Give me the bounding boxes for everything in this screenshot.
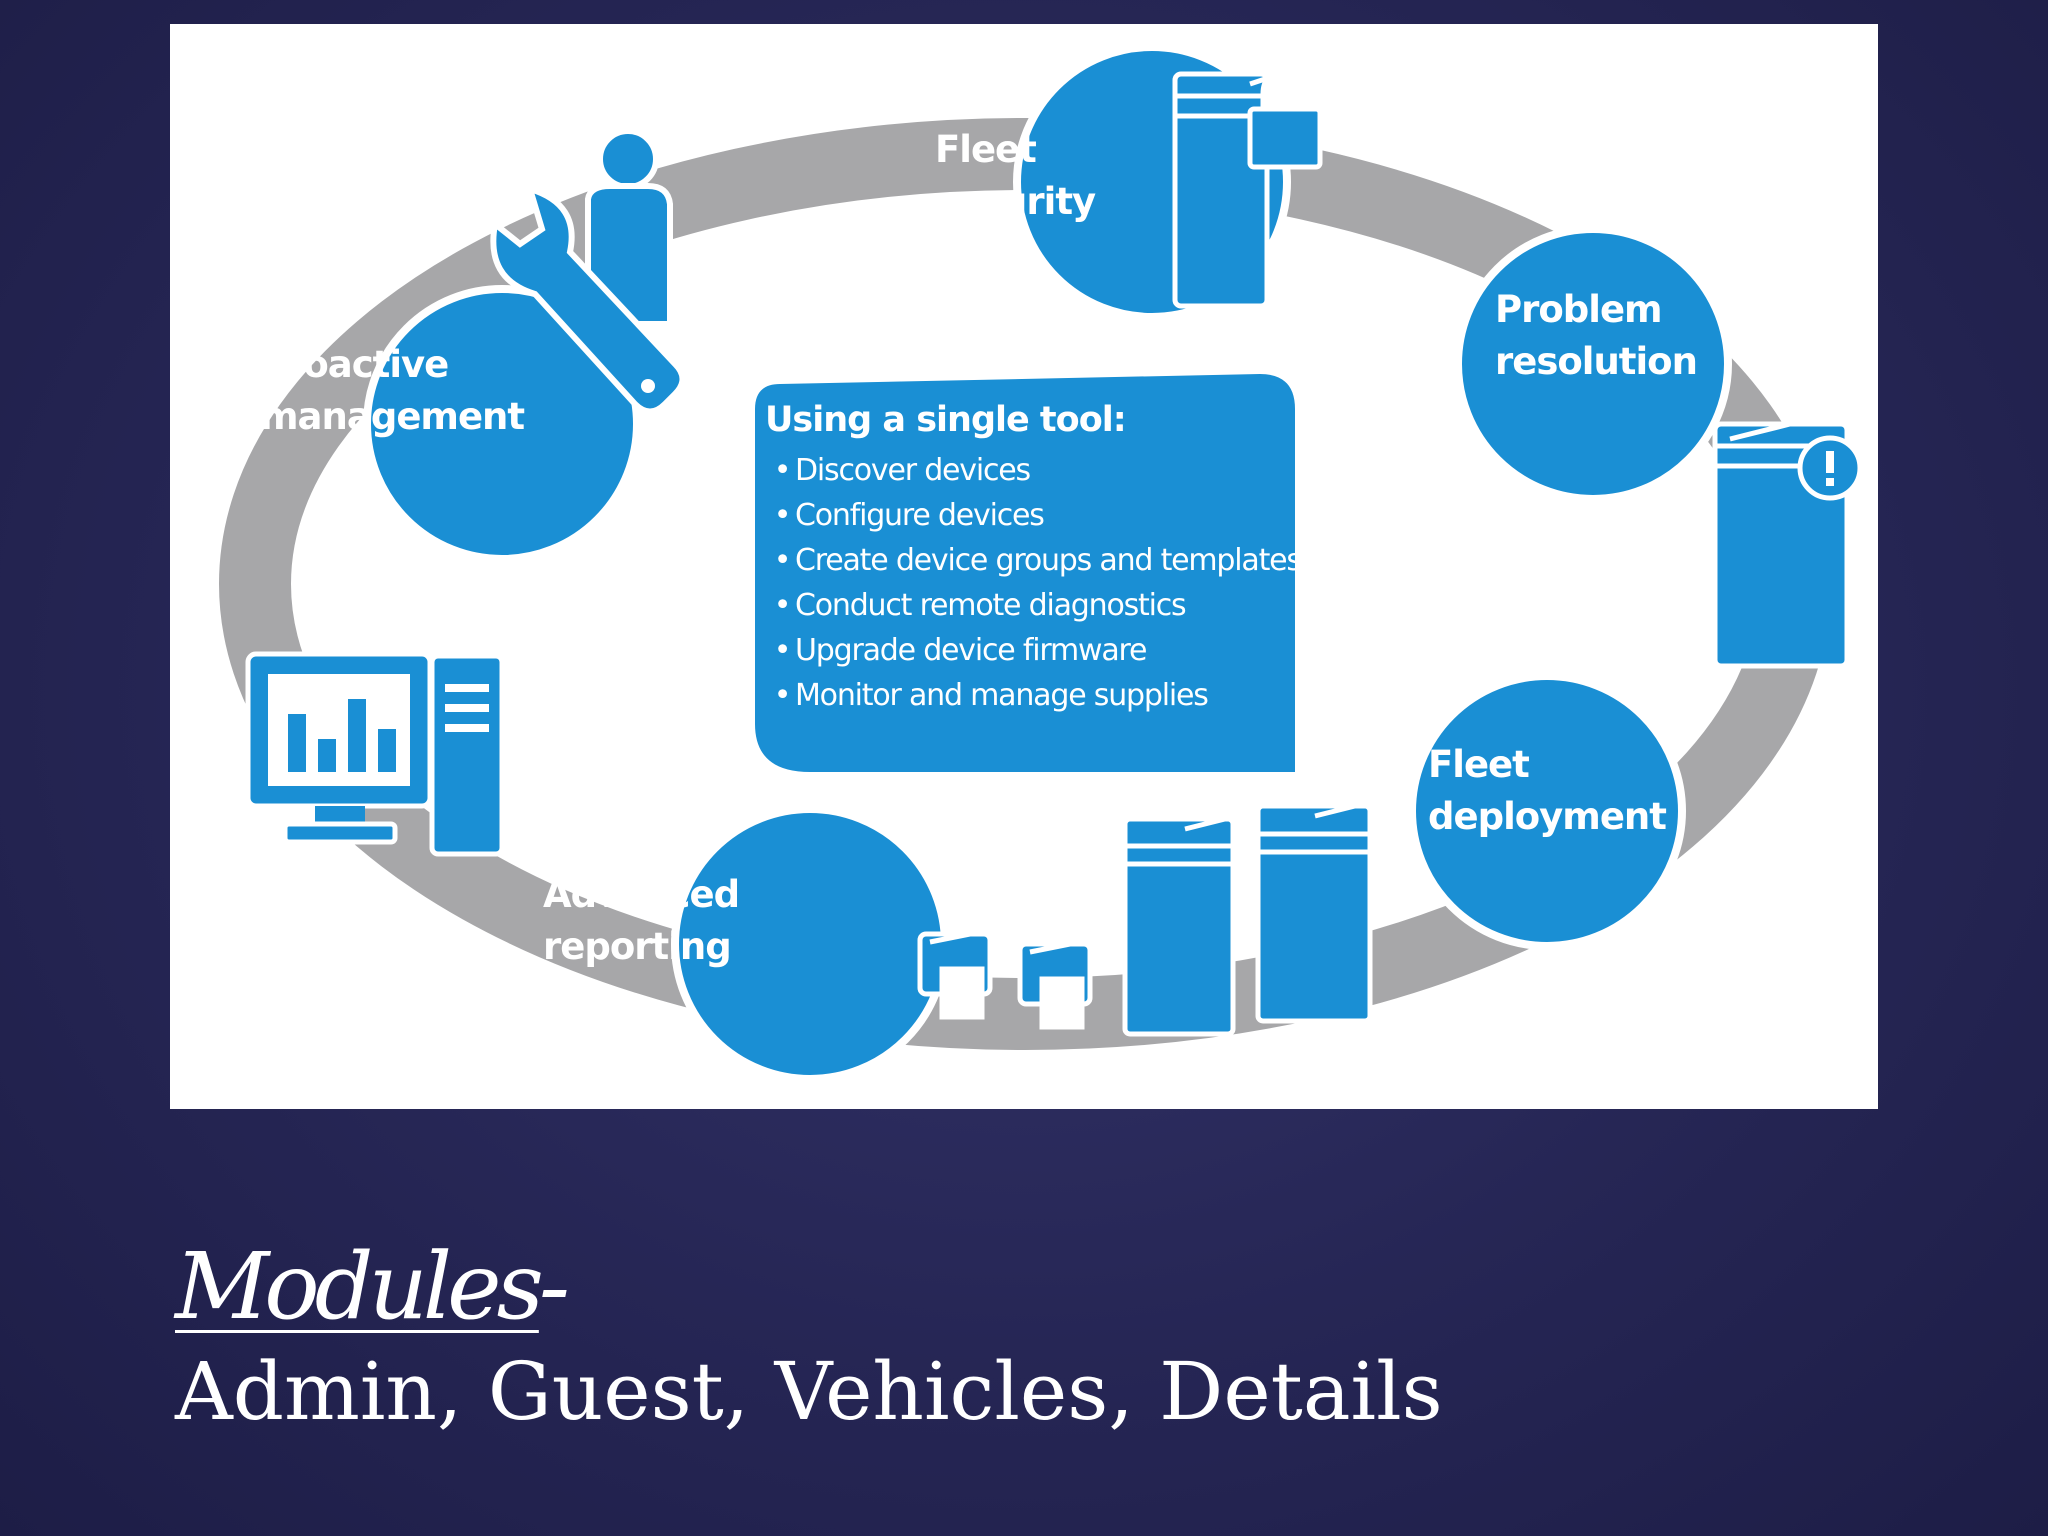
node-label-line: deployment [1428, 795, 1667, 838]
printer-fleet-icon [917, 803, 1373, 1037]
node-circle-problem-resolution [1454, 225, 1732, 503]
wrench-person-icon [490, 128, 686, 415]
node-label-fleet-deployment: Fleet deployment [1428, 739, 1667, 843]
center-tool-panel: Using a single tool: Discover devices Co… [755, 372, 1302, 772]
center-tool-title: Using a single tool: [765, 400, 1127, 440]
node-label-line: security [935, 180, 1096, 223]
list-item: Monitor and manage supplies [769, 673, 1301, 718]
list-item: Upgrade device firmware [769, 628, 1301, 673]
node-label-fleet-security: Fleet security [935, 124, 1096, 228]
diagram-figure: Fleet security Problem resolution Fleet … [170, 24, 1878, 1109]
list-item: Create device groups and templates [769, 538, 1302, 583]
printer-alert-icon [1712, 421, 1863, 669]
node-label-line: Fleet [935, 128, 1037, 171]
node-label-line: Fleet [1428, 743, 1530, 786]
node-label-line: Advanced [543, 873, 740, 916]
node-label-problem-resolution: Problem resolution [1495, 284, 1698, 388]
list-item: Conduct remote diagnostics [769, 583, 1301, 628]
node-label-line: management [260, 395, 525, 438]
list-item: Discover devices [769, 448, 1301, 493]
node-label-line: resolution [1495, 340, 1698, 383]
node-label-advanced-reporting: Advanced reporting [543, 869, 740, 973]
node-label-line: reporting [543, 925, 732, 968]
monitor-chart-icon [245, 651, 505, 857]
printer-lock-icon [1172, 66, 1323, 309]
list-item: Configure devices [769, 493, 1301, 538]
node-label-proactive-management: Proactive management [260, 339, 525, 443]
node-label-line: Proactive [260, 343, 449, 386]
node-label-line: Problem [1495, 288, 1663, 331]
node-circle-fleet-deployment [1408, 672, 1686, 950]
slide-title: Modules- [175, 1232, 1443, 1342]
center-tool-list: Discover devices Configure devices Creat… [769, 448, 1302, 718]
slide-subtitle: Admin, Guest, Vehicles, Details [175, 1345, 1443, 1438]
slide-title-suffix: - [538, 1233, 570, 1340]
slide-title-text: Modules [175, 1233, 544, 1340]
slide-caption: Modules- Admin, Guest, Vehicles, Details [175, 1232, 1443, 1442]
node-circle-proactive-management [363, 285, 641, 563]
